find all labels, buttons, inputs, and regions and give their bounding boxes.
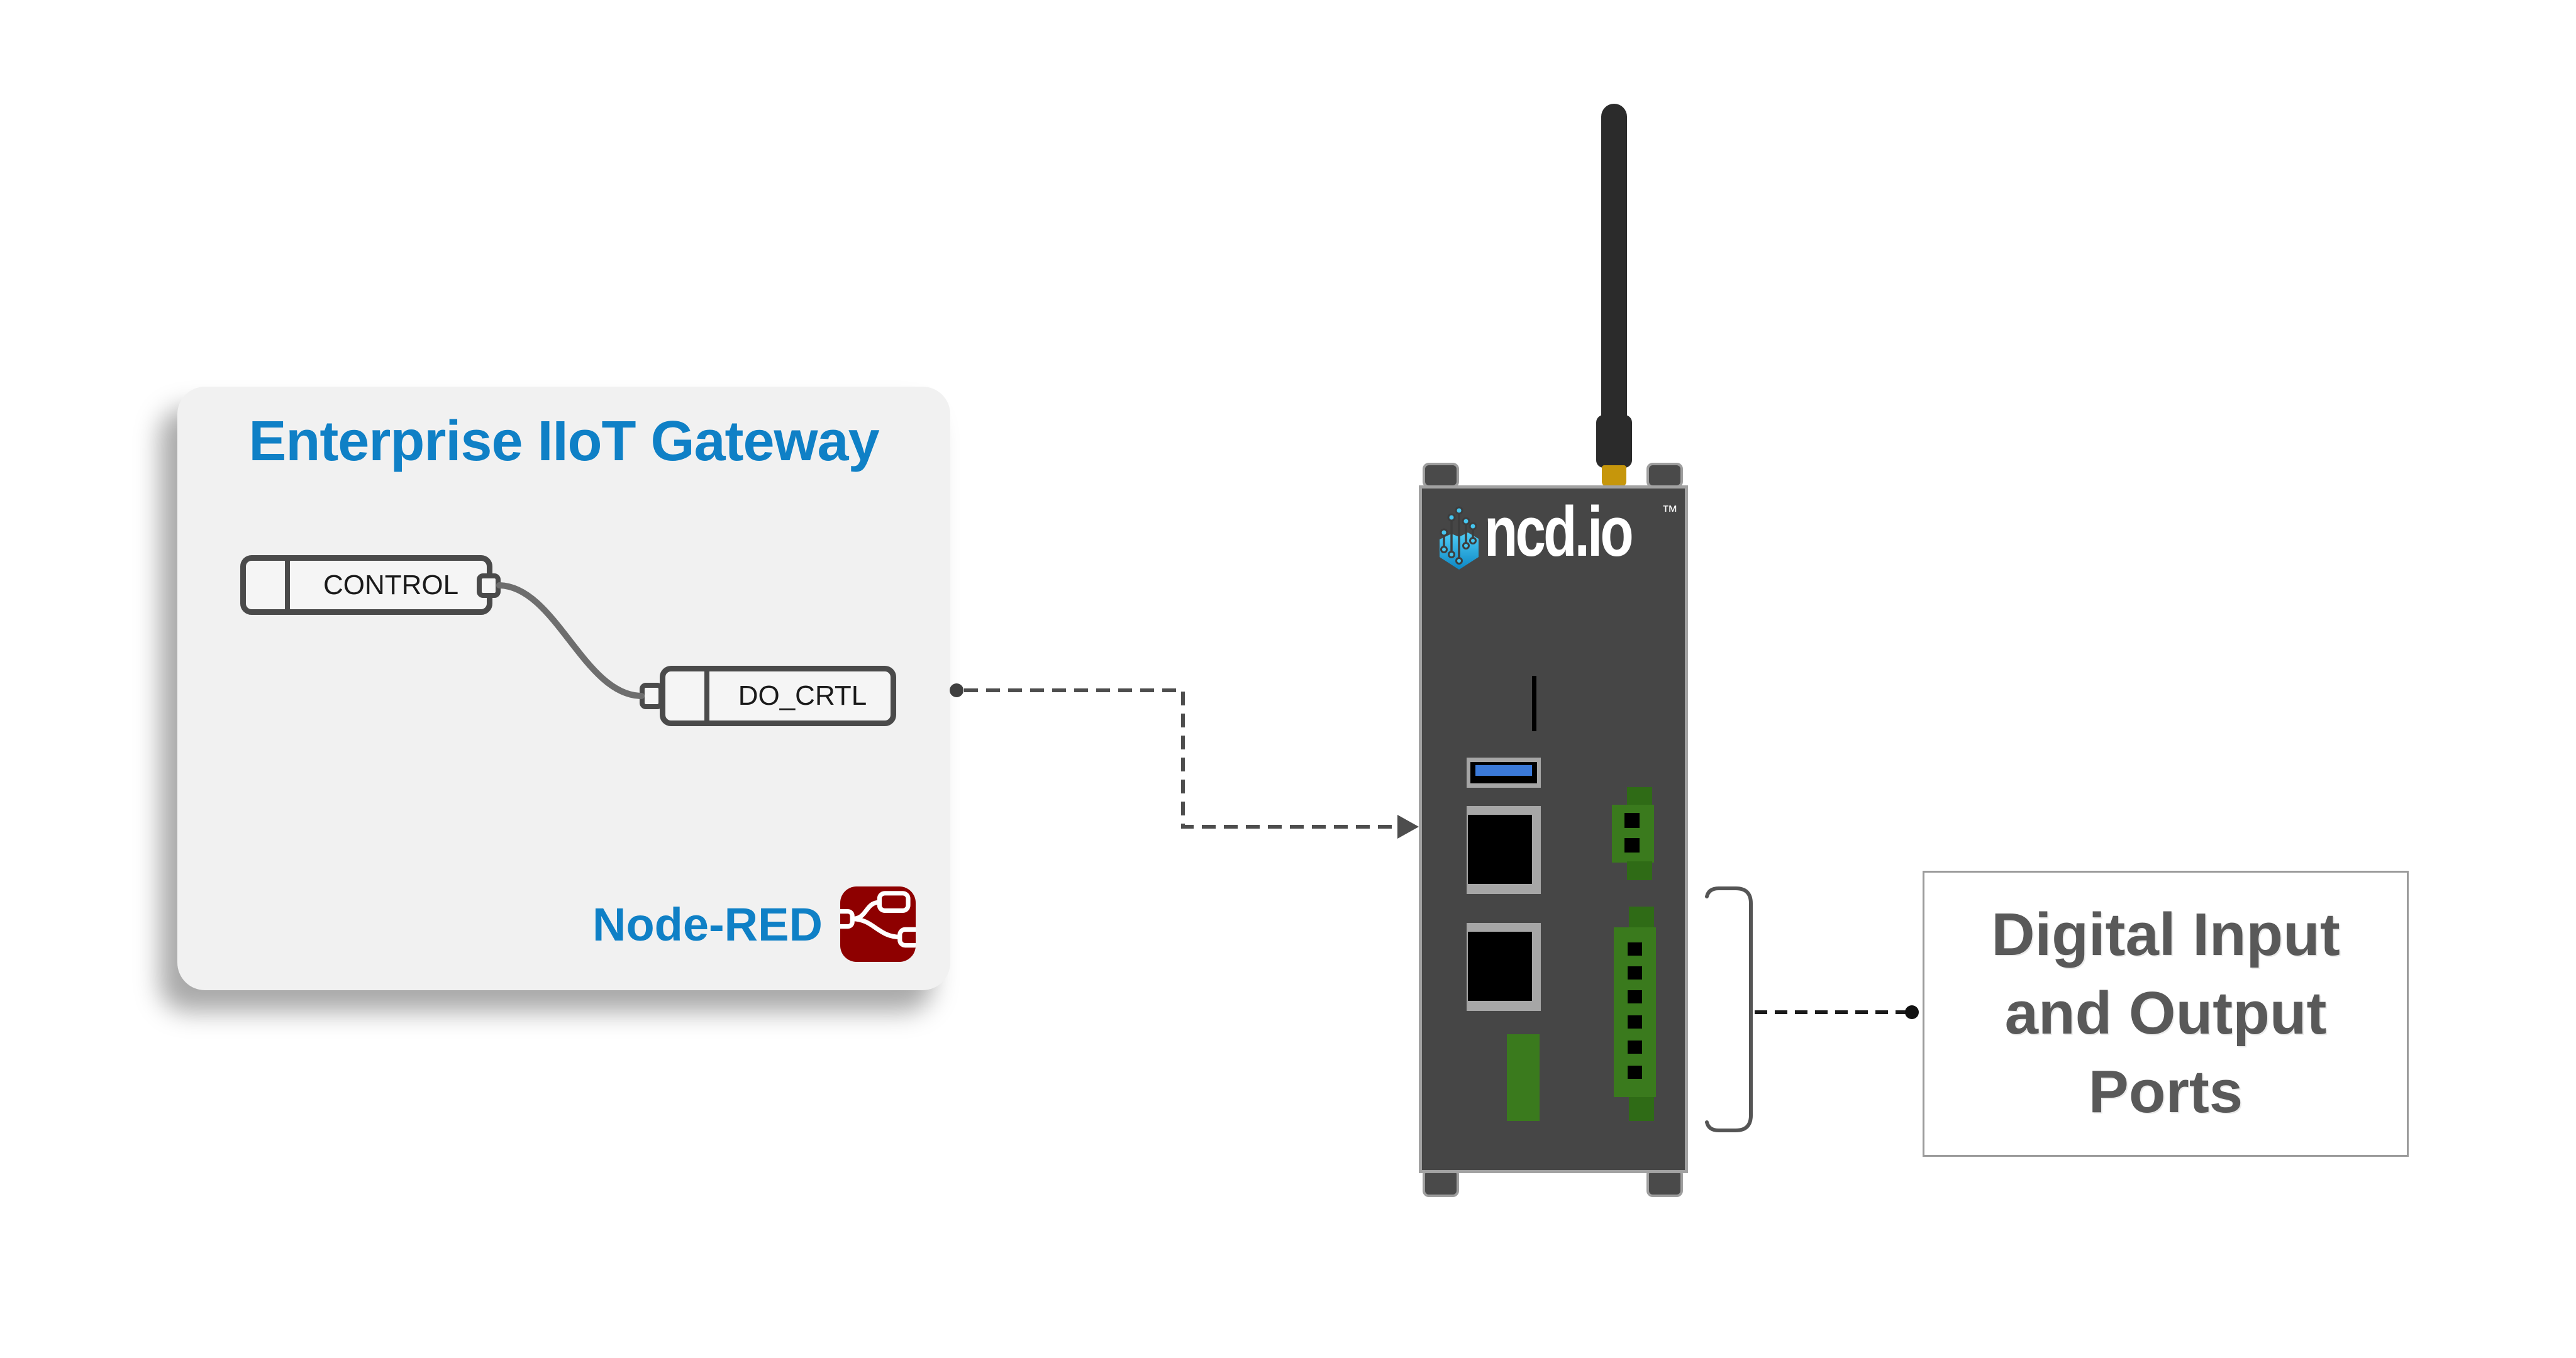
antenna bbox=[1601, 104, 1627, 428]
antenna-base bbox=[1596, 415, 1632, 468]
brand-wordmark: ncd.io bbox=[1484, 492, 1634, 571]
node-do-crtl-input-port bbox=[640, 683, 663, 709]
mount-tab-top-left bbox=[1423, 463, 1459, 488]
node-control-label: CONTROL bbox=[323, 569, 459, 600]
mount-tab-top-right bbox=[1646, 463, 1683, 488]
flow-node-control: CONTROL bbox=[240, 555, 492, 615]
node-do-crtl-label: DO_CRTL bbox=[738, 680, 867, 711]
callout-line-1: Digital Input bbox=[1991, 901, 2340, 969]
node-control-output-port bbox=[477, 573, 501, 598]
node-control-cap bbox=[246, 561, 290, 609]
panel-title: Enterprise IIoT Gateway bbox=[248, 410, 879, 473]
flow-node-do-crtl: DO_CRTL bbox=[660, 666, 896, 726]
arrowhead-right-icon bbox=[1397, 815, 1419, 839]
io-connector-block bbox=[1507, 1034, 1540, 1121]
node-do-crtl-cap bbox=[665, 671, 709, 720]
terminal-block-digital-io bbox=[1614, 907, 1656, 1121]
io-group-bracket bbox=[1705, 886, 1753, 1132]
connector1-start-dot bbox=[950, 683, 963, 697]
usb-port bbox=[1467, 758, 1541, 788]
node-red-branding: Node-RED bbox=[592, 885, 916, 963]
node-red-label: Node-RED bbox=[592, 898, 823, 951]
connector1-dashed-line bbox=[964, 688, 1399, 829]
node-red-icon bbox=[840, 886, 916, 962]
sim-slot bbox=[1532, 676, 1536, 731]
ethernet-port-2 bbox=[1467, 923, 1541, 1011]
usb-port-inner bbox=[1470, 762, 1537, 783]
callout-line-2: and Output bbox=[2004, 980, 2327, 1047]
digital-io-callout-box: Digital Input and Output Ports bbox=[1923, 871, 2409, 1157]
ethernet-port-1 bbox=[1467, 806, 1541, 894]
iot-gateway-device: ncd.io ™ bbox=[1419, 485, 1688, 1173]
terminal-block-small bbox=[1612, 787, 1654, 880]
antenna-connector bbox=[1602, 465, 1626, 487]
ncd-circuit-shield-icon bbox=[1440, 506, 1479, 570]
device-brand: ncd.io ™ bbox=[1422, 489, 1685, 583]
connector2-end-dot bbox=[1905, 1005, 1919, 1019]
brand-trademark: ™ bbox=[1662, 502, 1678, 521]
gateway-panel: Enterprise IIoT Gateway CONTROL DO_CRTL … bbox=[177, 387, 950, 990]
callout-line-3: Ports bbox=[2088, 1057, 2243, 1125]
usb-port-tongue bbox=[1475, 765, 1532, 776]
